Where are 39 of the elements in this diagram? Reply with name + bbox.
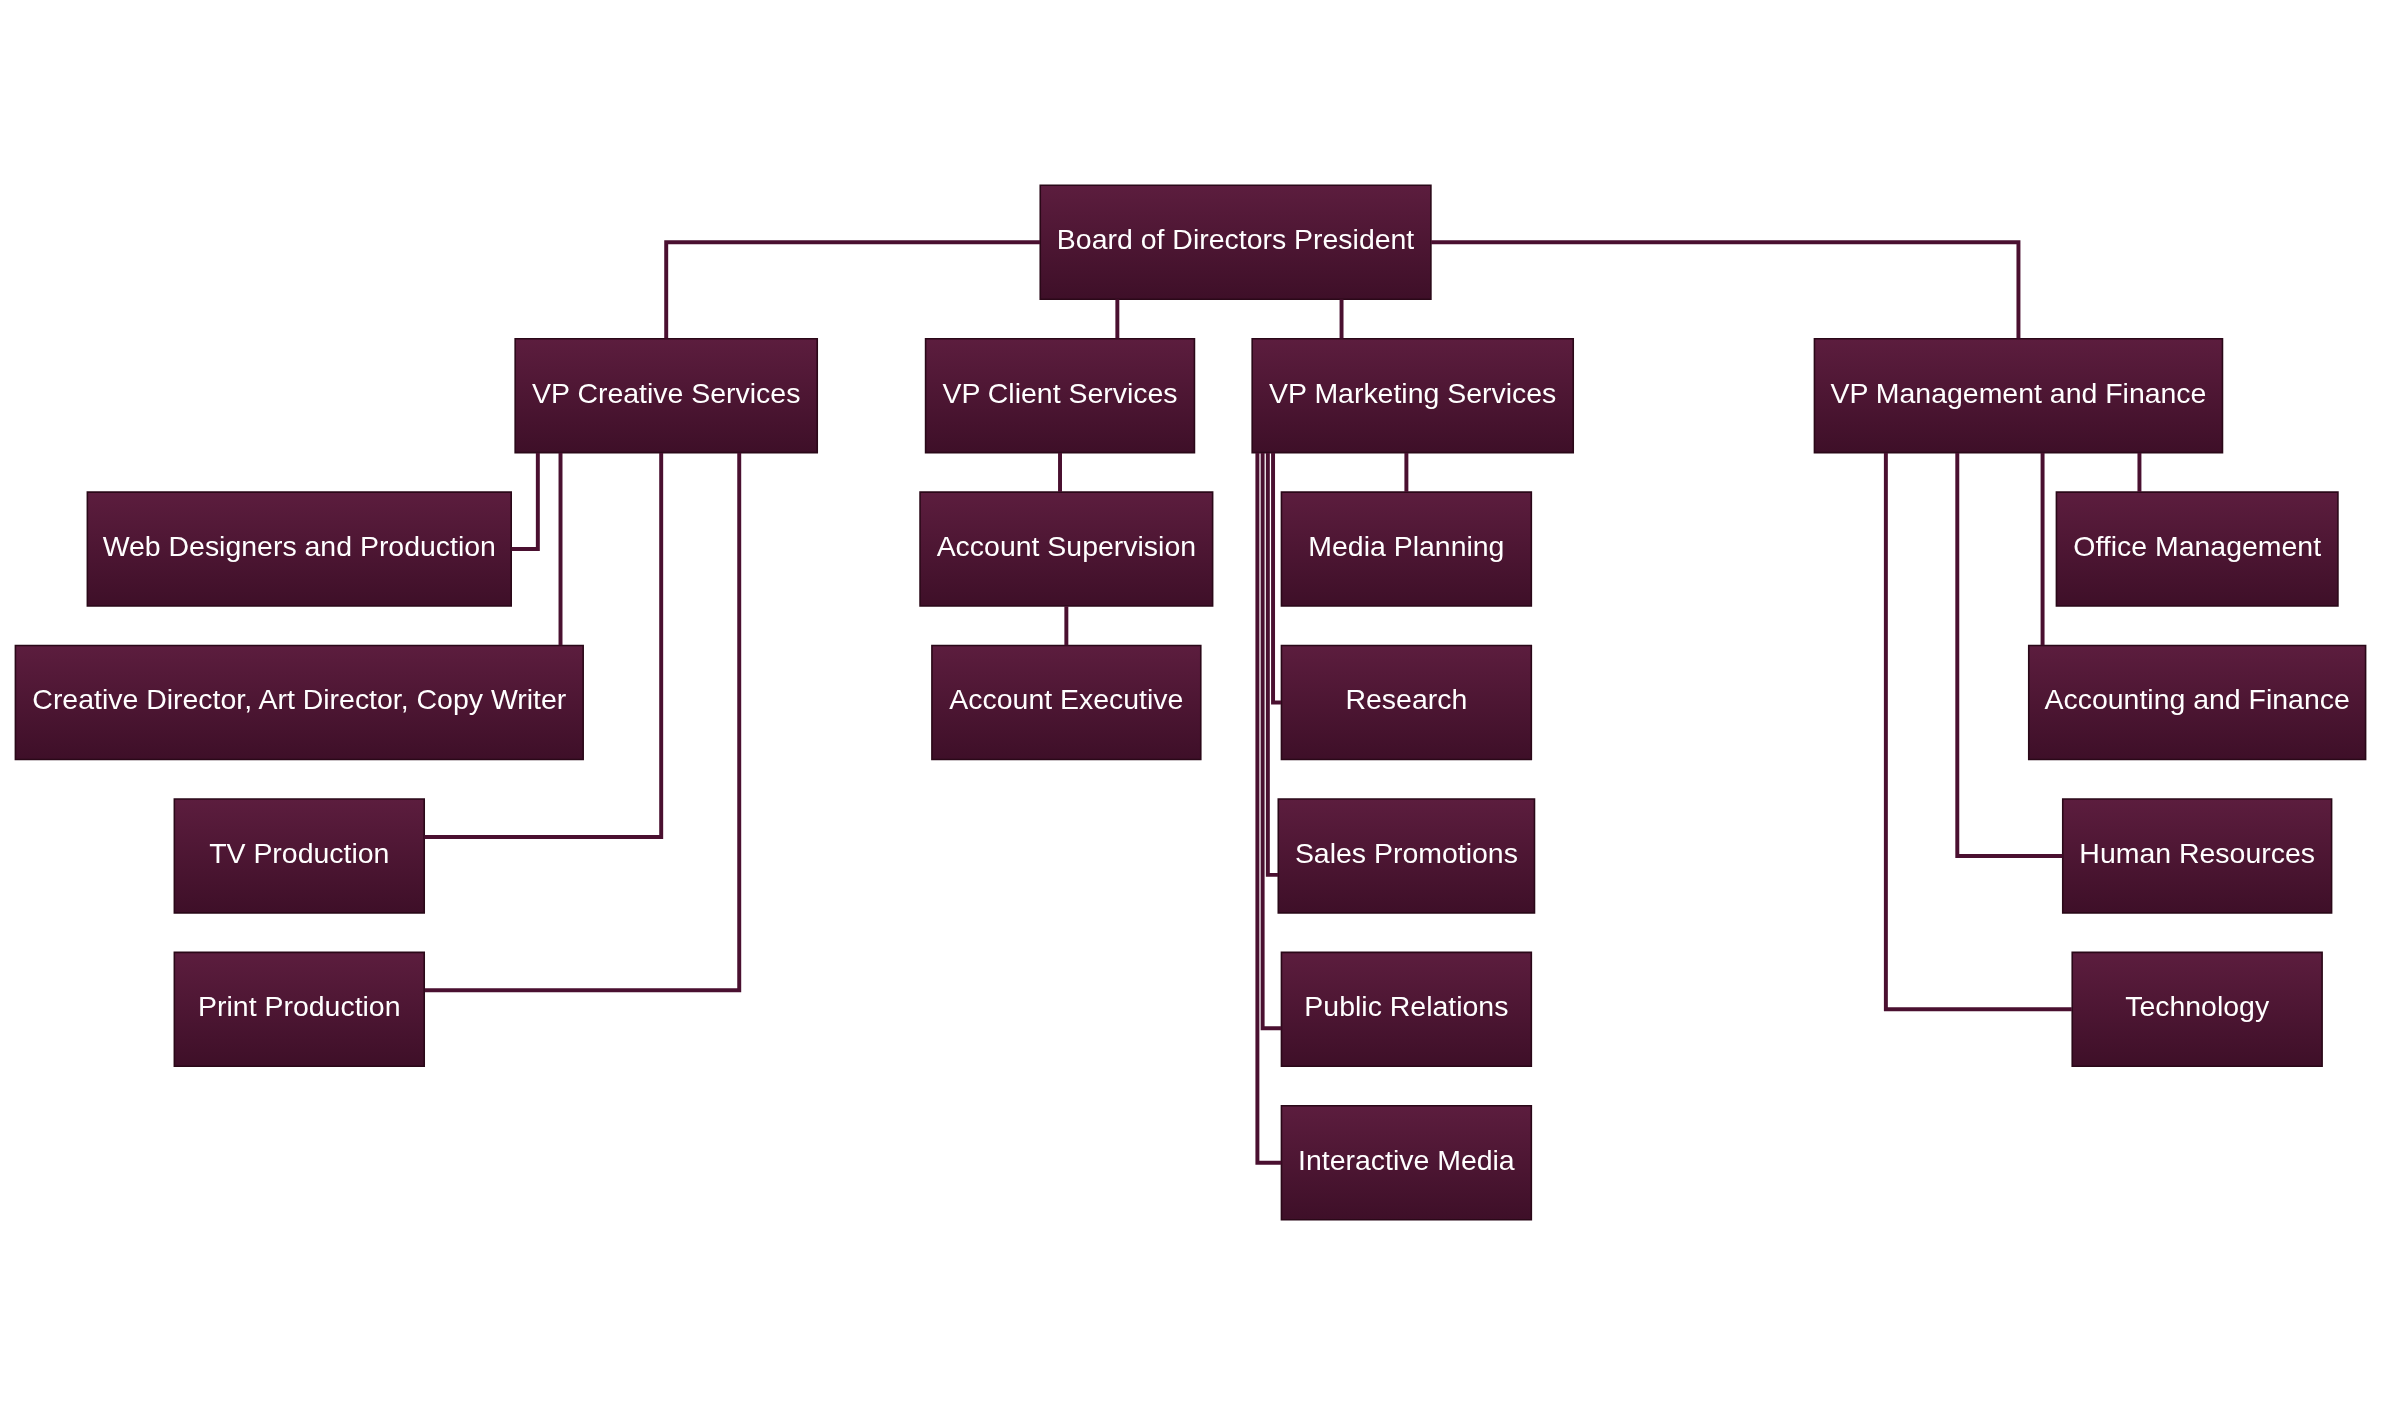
- node-box: Account Executive: [931, 644, 1202, 761]
- node-box: Web Designers and Production: [86, 491, 512, 607]
- connector: [424, 452, 664, 839]
- connector: [1064, 606, 1069, 646]
- connector: [664, 240, 1041, 339]
- node-box: VP Client Services: [924, 337, 1196, 454]
- connector: [511, 452, 540, 552]
- connector: [1883, 452, 2072, 1012]
- connector: [2040, 452, 2045, 646]
- connector: [2137, 452, 2142, 492]
- node-box: Interactive Media: [1280, 1105, 1533, 1221]
- node-box: VP Marketing Services: [1251, 337, 1575, 454]
- connector: [1431, 240, 2021, 339]
- connector: [1255, 452, 1282, 1165]
- node-box: VP Management and Finance: [1813, 337, 2224, 454]
- connector: [1955, 453, 2063, 858]
- node-box: VP Creative Services: [514, 337, 819, 454]
- node-box: Creative Director, Art Director, Copy Writer: [14, 644, 584, 761]
- node-box: Technology: [2071, 951, 2323, 1068]
- connector: [1260, 452, 1282, 1031]
- connector: [1058, 452, 1062, 492]
- node-box: Research: [1280, 644, 1533, 761]
- node-box: Media Planning: [1280, 491, 1533, 607]
- connector: [1265, 453, 1279, 877]
- connector: [424, 452, 742, 993]
- connector: [1115, 299, 1120, 339]
- connector: [1271, 452, 1281, 705]
- node-box: Public Relations: [1280, 951, 1533, 1068]
- node-box: Board of Directors President: [1039, 184, 1432, 300]
- connector: [1404, 452, 1409, 492]
- node-box: Account Supervision: [919, 491, 1214, 607]
- connector: [1339, 299, 1344, 339]
- node-box: Human Resources: [2061, 798, 2333, 914]
- node-box: Sales Promotions: [1277, 798, 1536, 914]
- node-box: Accounting and Finance: [2027, 644, 2367, 761]
- node-box: TV Production: [173, 798, 426, 914]
- node-box: Print Production: [173, 951, 426, 1068]
- node-box: Office Management: [2055, 491, 2339, 607]
- connector: [558, 452, 563, 646]
